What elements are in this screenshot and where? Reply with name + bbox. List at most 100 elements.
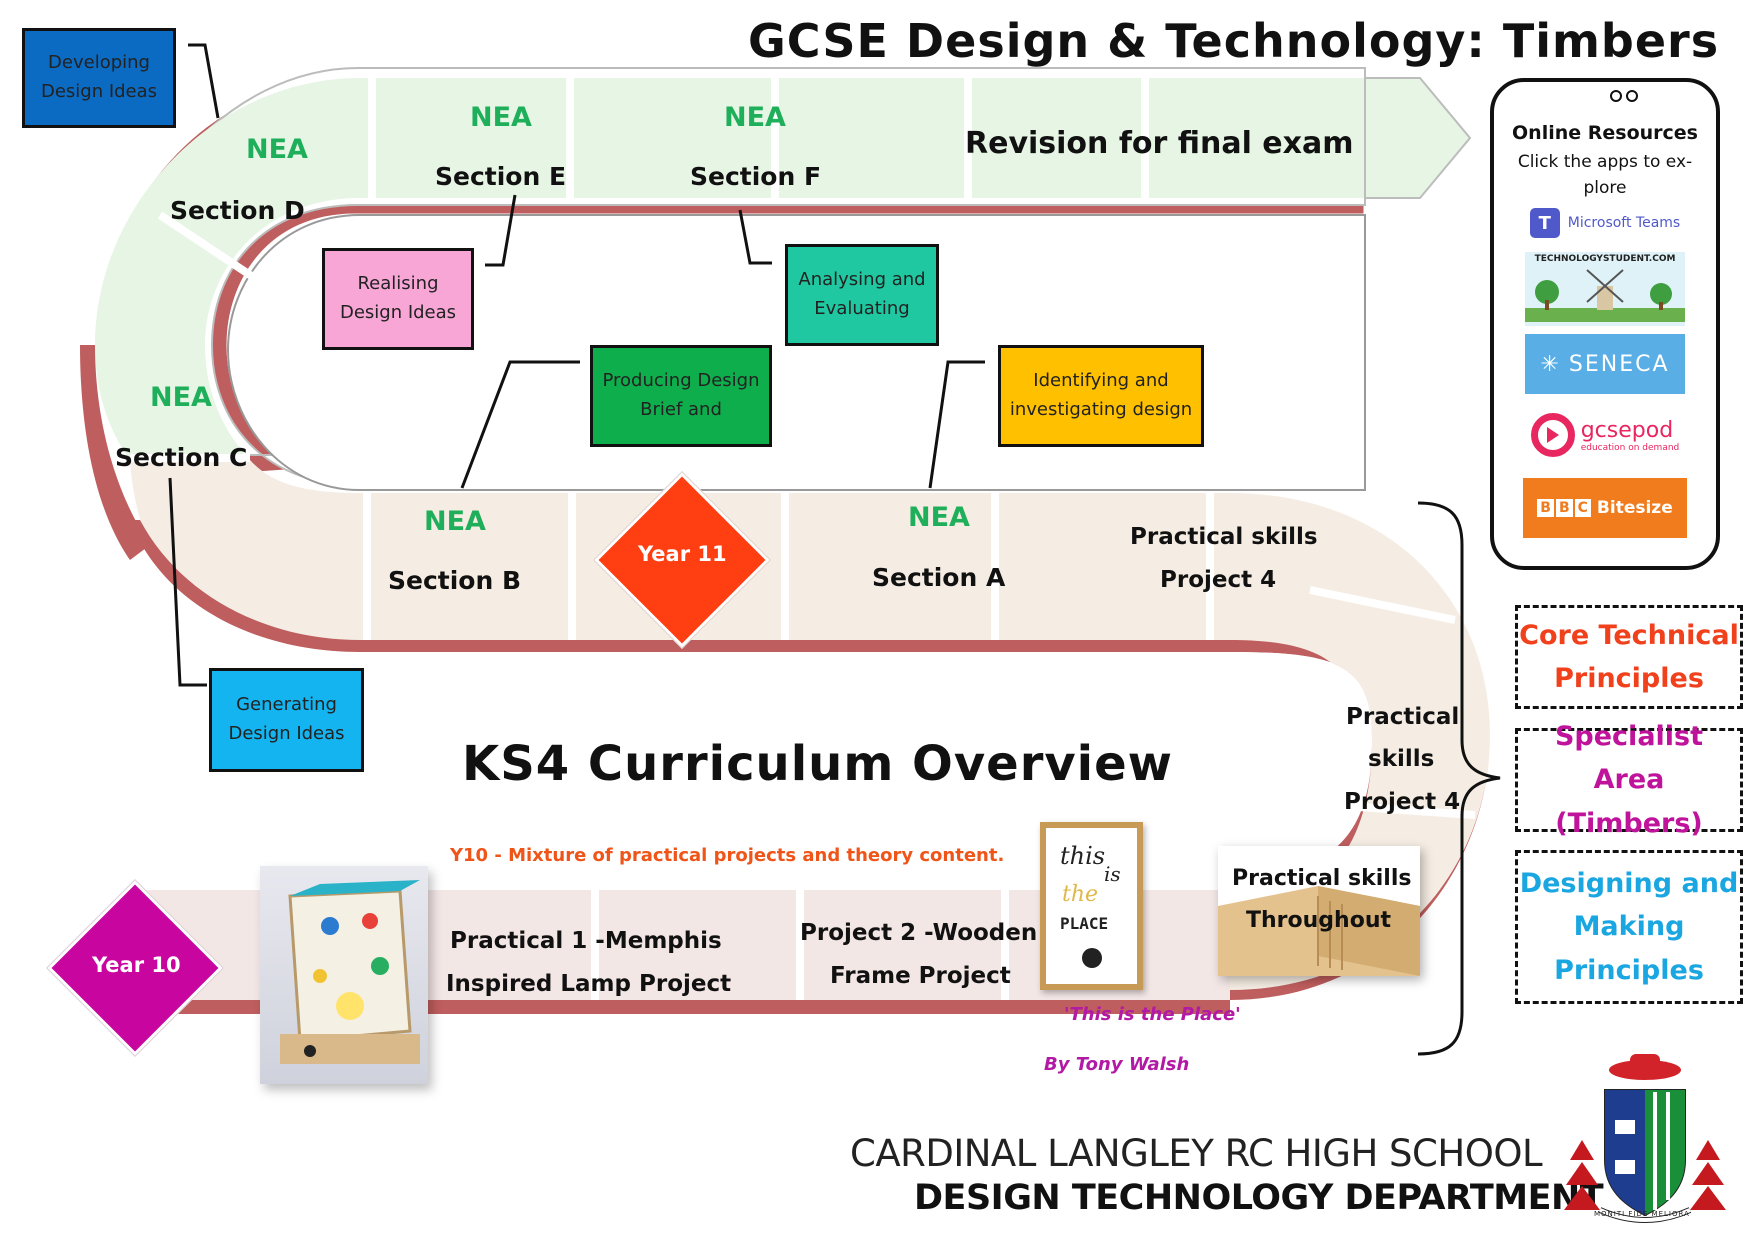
seneca-app[interactable]: ✳ SENECA xyxy=(1525,334,1685,394)
specialist-line2: (Timbers) xyxy=(1555,807,1703,839)
y10-note: Y10 - Mixture of practical projects and … xyxy=(450,845,1005,866)
bbc-block-b2: B xyxy=(1555,499,1573,517)
designing-line2: Making xyxy=(1573,911,1685,943)
practical-skills-line1: Practical skills xyxy=(1130,524,1318,550)
identifying-line2: investigating design xyxy=(1009,399,1193,420)
core-line2: Principles xyxy=(1554,663,1704,694)
producing-line1: Producing Design xyxy=(602,370,760,392)
crest-motto: MONITI FIDE MELIORA xyxy=(1594,1210,1690,1218)
poem-author: By Tony Walsh xyxy=(1044,1054,1190,1075)
section-f-label: Section F xyxy=(690,162,822,191)
practical-throughout-card: Practical skills Throughout xyxy=(1218,846,1420,976)
principles-brace xyxy=(1417,501,1501,1056)
gcsepod-tagline: education on demand xyxy=(1580,442,1680,453)
bbc-bitesize-app[interactable]: B B C Bitesize xyxy=(1523,478,1687,538)
analysing-line2: Evaluating xyxy=(814,298,910,319)
bbc-block-c: C xyxy=(1574,499,1591,517)
this-is-the-place-frame: this is the PLACE xyxy=(1040,822,1143,990)
page-subtitle: KS4 Curriculum Overview xyxy=(462,736,1174,792)
section-a-nea: NEA xyxy=(908,502,970,533)
specialist-area-box: Specialist Area (Timbers) xyxy=(1515,721,1743,839)
year11-label: Year 11 xyxy=(638,542,727,566)
frame-word-this: this xyxy=(1060,842,1106,870)
techstudent-label: TECHNOLOGYSTUDENT.COM xyxy=(1534,254,1676,264)
section-a-label: Section A xyxy=(872,563,1006,592)
section-e-label: Section E xyxy=(435,162,567,191)
designing-line3: Principles xyxy=(1554,954,1704,986)
wood-joint-icon xyxy=(1218,886,1420,976)
seneca-label: SENECA xyxy=(1568,351,1670,377)
phone-sub-line2: plore xyxy=(1583,178,1627,198)
segment-dividers xyxy=(130,78,1476,1000)
section-b-nea: NEA xyxy=(424,506,486,537)
phone-sensor-icon xyxy=(1626,90,1638,102)
section-e-nea: NEA xyxy=(470,102,532,133)
practical-skills-line2: Project 4 xyxy=(1160,567,1277,593)
section-d-label: Section D xyxy=(170,196,305,225)
frame-word-place: PLACE xyxy=(1060,914,1109,933)
teams-app[interactable]: T Microsoft Teams xyxy=(1515,200,1695,246)
throughout-line1: Practical skills xyxy=(1232,866,1412,891)
online-resources-phone: Online Resources Click the apps to ex- p… xyxy=(1490,78,1720,570)
realising-line1: Realising xyxy=(357,273,439,295)
lamp-icon xyxy=(280,880,420,1064)
school-crest: MONITI FIDE MELIORA xyxy=(1560,1050,1730,1230)
curve-practical-line1: Practical xyxy=(1346,704,1460,730)
revision-label: Revision for final exam xyxy=(965,126,1354,161)
generating-line2: Design Ideas xyxy=(228,723,345,744)
frame-word-the: the xyxy=(1062,882,1099,907)
developing-line1: Developing xyxy=(48,52,150,74)
gcsepod-app[interactable]: gcsepod education on demand xyxy=(1520,404,1690,466)
analysing-line1: Analysing and xyxy=(798,269,926,291)
identifying-investigating-box: Identifying and investigating design xyxy=(998,345,1204,447)
page-title: GCSE Design & Technology: Timbers xyxy=(748,14,1720,68)
section-f-nea: NEA xyxy=(724,102,786,133)
curve-practical-line2: skills xyxy=(1368,746,1435,772)
bbc-block-b1: B xyxy=(1537,499,1554,517)
producing-line2: Brief and xyxy=(640,399,722,420)
bbc-bitesize-label: Bitesize xyxy=(1596,498,1673,518)
practical1-line1: Practical 1 -Memphis xyxy=(450,928,722,954)
realising-line2: Design Ideas xyxy=(339,302,457,323)
phone-heading: Online Resources xyxy=(1512,122,1698,144)
specialist-line1: Specialist Area xyxy=(1554,721,1704,796)
school-name: CARDINAL LANGLEY RC HIGH SCHOOL xyxy=(850,1132,1543,1175)
seneca-icon: ✳ xyxy=(1540,351,1561,377)
throughout-line2: Throughout xyxy=(1246,908,1391,933)
phone-camera-icon xyxy=(1610,90,1622,102)
crest-icon xyxy=(1564,1054,1726,1223)
developing-line2: Design Ideas xyxy=(40,81,158,102)
gcsepod-icon xyxy=(1530,413,1575,457)
teams-icon: T xyxy=(1529,208,1560,238)
section-c-label: Section C xyxy=(115,443,248,472)
department-name: DESIGN TECHNOLOGY DEPARTMENT xyxy=(914,1178,1604,1218)
poem-title: 'This is the Place' xyxy=(1064,1004,1241,1025)
phone-sub-line1: Click the apps to ex- xyxy=(1517,152,1693,172)
bee-icon xyxy=(1082,948,1102,968)
designing-line1: Designing and xyxy=(1519,868,1739,900)
windmill-scene-icon xyxy=(1525,269,1685,322)
project2-line2: Frame Project xyxy=(830,963,1011,989)
frame-word-is: is xyxy=(1104,862,1121,886)
practical1-line2: Inspired Lamp Project xyxy=(446,971,732,997)
identifying-line1: Identifying and xyxy=(1033,370,1169,392)
section-c-nea: NEA xyxy=(150,382,212,413)
year10-label: Year 10 xyxy=(92,953,181,977)
section-d-nea: NEA xyxy=(246,134,308,165)
generating-line1: Generating xyxy=(236,694,337,716)
road-arrow-head xyxy=(1364,77,1472,199)
gcsepod-label: gcsepod xyxy=(1580,417,1674,443)
lamp-project-photo xyxy=(260,866,428,1084)
technologystudent-app[interactable]: TECHNOLOGYSTUDENT.COM xyxy=(1525,252,1685,326)
project2-line1: Project 2 -Wooden xyxy=(800,920,1038,946)
curve-practical-line3: Project 4 xyxy=(1344,789,1461,815)
teams-label: Microsoft Teams xyxy=(1567,215,1681,231)
